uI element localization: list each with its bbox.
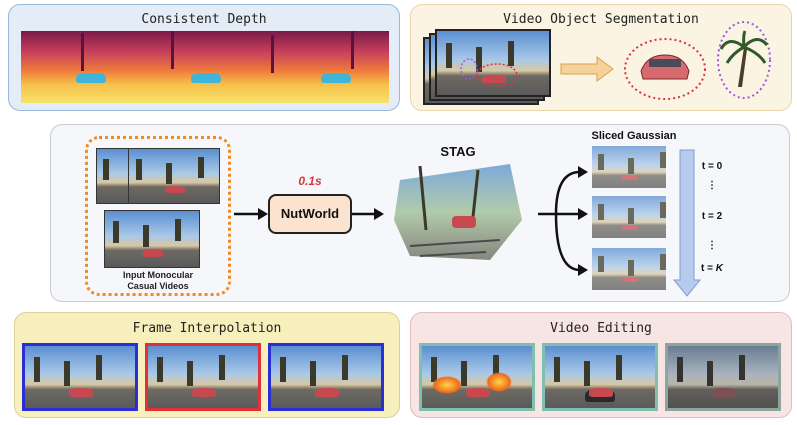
input-videos-box (85, 136, 231, 296)
depth-car-3 (321, 73, 351, 83)
vos-tree-segment (738, 47, 747, 87)
vos-title: Video Object Segmentation (503, 12, 699, 27)
depth-car-2 (191, 73, 221, 83)
sliced-frame-tk (592, 248, 666, 290)
black-car (585, 390, 615, 402)
interp-frame-start (22, 343, 138, 411)
stag-label: STAG (440, 144, 476, 159)
depth-palm-1 (81, 33, 84, 71)
branch-bottom (554, 213, 581, 272)
fire-effect-2 (486, 372, 512, 392)
branch-top (554, 170, 581, 215)
edit-frame-rain (665, 343, 781, 411)
time-dots-1: ⋮ (707, 180, 717, 191)
frame-interpolation-panel: Frame Interpolation (14, 312, 400, 418)
vos-car-mask-circle (476, 63, 518, 87)
depth-palm-2 (171, 31, 174, 69)
vos-tree-mask-circle (460, 58, 478, 80)
consistent-depth-panel: Consistent Depth (8, 4, 400, 111)
sliced-gaussian-label: Sliced Gaussian (591, 130, 677, 142)
time-label-k: t = K (694, 263, 730, 274)
fire-effect (432, 376, 462, 394)
nutworld-box: NutWorld (268, 194, 352, 234)
video-editing-panel: Video Editing (410, 312, 792, 418)
edit-frame-black-car (542, 343, 658, 411)
consistent-depth-title: Consistent Depth (141, 12, 267, 27)
input-frame-2 (128, 148, 220, 204)
depth-car-1 (76, 73, 106, 83)
frame-interpolation-title: Frame Interpolation (132, 321, 282, 336)
stag-visual (394, 164, 522, 260)
interp-frame-end (268, 343, 384, 411)
time-label-k-prefix: t = (701, 263, 716, 274)
depth-map-strip (21, 31, 389, 103)
inference-time: 0.1s (298, 174, 322, 188)
time-dots-2: ⋮ (707, 240, 717, 251)
sliced-frame-t0 (592, 146, 666, 188)
input-label: Input Monocular Casual Videos (92, 270, 224, 292)
video-object-segmentation-panel: Video Object Segmentation (410, 4, 792, 111)
nutworld-label: NutWorld (280, 206, 340, 221)
video-editing-title: Video Editing (550, 321, 652, 336)
input-frame-3 (104, 210, 200, 268)
depth-palm-4 (351, 31, 354, 69)
edit-frame-fire (419, 343, 535, 411)
vos-arrow (560, 56, 614, 82)
vos-tree-circle (717, 21, 771, 99)
vos-car-circle (624, 38, 706, 100)
timeline-arrow (672, 149, 702, 297)
time-label-0: t = 0 (701, 161, 723, 172)
sliced-frame-t2 (592, 196, 666, 238)
time-label-k-var: K (715, 263, 723, 274)
interp-frame-middle (145, 343, 261, 411)
depth-palm-3 (271, 35, 274, 73)
time-label-2: t = 2 (701, 211, 723, 222)
vos-overlay (460, 21, 771, 100)
input-label-text: Input Monocular Casual Videos (123, 270, 193, 291)
